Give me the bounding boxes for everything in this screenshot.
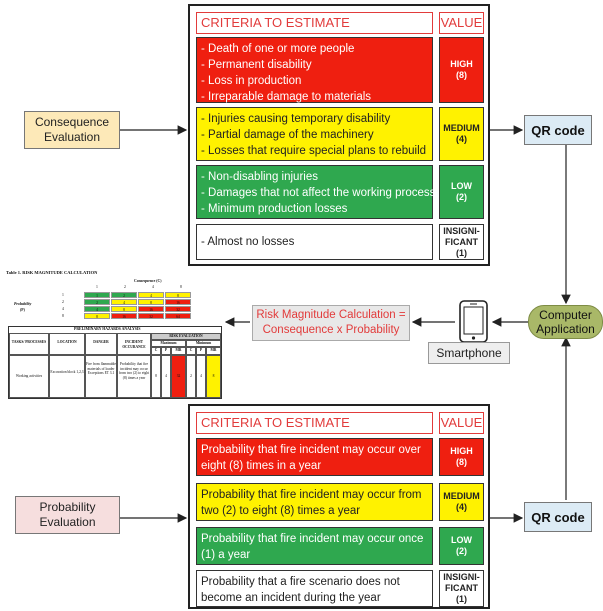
pha-value-cell: 2 — [186, 355, 196, 398]
risk-matrix-cell: 32 — [165, 306, 191, 312]
smartphone-label: Smartphone — [428, 342, 510, 364]
probability-value-high: HIGH (8) — [439, 438, 484, 476]
risk-matrix-cell: 8 — [165, 292, 191, 298]
pha-head-risk: RISK EVALUATION — [151, 333, 221, 340]
risk-matrix-cell: 64 — [165, 313, 191, 319]
risk-matrix-cell: 16 — [138, 306, 164, 312]
consequence-value-medium: MEDIUM (4) — [439, 107, 484, 161]
qr-code-top: QR code — [524, 115, 592, 145]
risk-matrix-cell: 4 — [138, 292, 164, 298]
pha-subcol: C — [151, 347, 161, 355]
consequence-row-medium: - Injuries causing temporary disability … — [196, 107, 433, 161]
consequence-row-low: - Non-disabling injuries - Damages that … — [196, 165, 435, 219]
probability-row-insignificant: Probability that a fire scenario does no… — [196, 570, 433, 607]
probability-value-insignificant: INSIGNI- FICANT (1) — [439, 570, 484, 607]
pha-value-cell: 4 — [161, 355, 171, 398]
consequence-criteria-header: CRITERIA TO ESTIMATE CONSEQUENCES — [196, 12, 433, 50]
thumb-col-head: 1 — [96, 285, 98, 289]
probability-evaluation-box: Probability Evaluation — [15, 496, 120, 534]
thumb-probability-label: Probability — [14, 302, 32, 306]
probability-value-header: VALUE — [439, 412, 484, 434]
pha-head-incident: INCIDENT OCCURANCE — [117, 333, 151, 355]
qr-code-bottom: QR code — [524, 502, 592, 532]
pha-value-cell: 32 — [171, 355, 186, 398]
consequence-value-high: HIGH (8) — [439, 37, 484, 103]
pha-subcol: P — [196, 347, 206, 355]
risk-matrix-cell: 2 — [111, 292, 137, 298]
thumb-row-head: 1 — [62, 293, 64, 297]
risk-table-thumbnail: Table 1. RISK MAGNITUDE CALCULATION Cons… — [4, 270, 224, 400]
thumb-title: Table 1. RISK MAGNITUDE CALCULATION — [6, 270, 98, 275]
probability-row-low: Probability that fire incident may occur… — [196, 527, 433, 565]
risk-matrix-cell: 8 — [111, 306, 137, 312]
consequence-panel: CRITERIA TO ESTIMATE CONSEQUENCES VALUE … — [188, 4, 490, 266]
probability-row-medium: Probability that fire incident may occur… — [196, 483, 433, 521]
thumb-row-head: 2 — [62, 300, 64, 304]
consequence-value-header: VALUE — [439, 12, 484, 34]
thumb-row-head: 8 — [62, 314, 64, 318]
pha-danger: Fire from flammable materials of loader … — [85, 355, 117, 398]
pha-subcol: MR — [171, 347, 186, 355]
pha-head-danger: DANGER — [85, 333, 117, 355]
pha-head-tasks: TASKS/ PROCESSES — [9, 333, 49, 355]
consequence-value-insignificant: INSIGNI- FICANT (1) — [439, 224, 484, 260]
pha-value-cell: 8 — [206, 355, 221, 398]
thumb-col-head: 4 — [152, 285, 154, 289]
thumb-probability-sub: (P) — [20, 308, 25, 312]
risk-matrix-cell: 16 — [111, 313, 137, 319]
thumb-col-head: 8 — [180, 285, 182, 289]
pha-location: Excavation block 1,2,3 — [49, 355, 85, 398]
pha-subcol: MR — [206, 347, 221, 355]
consequence-evaluation-box: Consequence Evaluation — [24, 111, 120, 149]
probability-row-high: Probability that fire incident may occur… — [196, 438, 433, 476]
thumb-col-head: 2 — [124, 285, 126, 289]
risk-matrix-cell: 2 — [84, 299, 110, 305]
probability-value-medium: MEDIUM (4) — [439, 483, 484, 521]
probability-criteria-header: CRITERIA TO ESTIMATE PROBABILITY — [196, 412, 433, 450]
pha-sub-min: Minimum — [186, 340, 221, 347]
risk-matrix-cell: 8 — [84, 313, 110, 319]
pha-incident: Probability that fire incident may occur… — [117, 355, 151, 398]
risk-matrix-cell: 1 — [84, 292, 110, 298]
risk-matrix-cell: 4 — [111, 299, 137, 305]
thumb-consequence-label: Consequence (C) — [134, 279, 162, 283]
risk-matrix-cell: 32 — [138, 313, 164, 319]
risk-matrix-cell: 8 — [138, 299, 164, 305]
thumb-row-head: 4 — [62, 307, 64, 311]
pha-subcol: P — [161, 347, 171, 355]
probability-value-low: LOW (2) — [439, 527, 484, 565]
pha-head-location: LOCATION — [49, 333, 85, 355]
pha-value-cell: 4 — [196, 355, 206, 398]
risk-matrix-cell: 16 — [165, 299, 191, 305]
risk-matrix-cell: 4 — [84, 306, 110, 312]
consequence-value-low: LOW (2) — [439, 165, 484, 219]
pha-task: Working activities — [9, 355, 49, 398]
pha-subcol: C — [186, 347, 196, 355]
pha-sub-max: Maximum — [151, 340, 186, 347]
probability-panel: CRITERIA TO ESTIMATE PROBABILITY VALUE P… — [188, 404, 490, 609]
risk-magnitude-calculation: Risk Magnitude Calculation = Consequence… — [252, 305, 410, 341]
pha-title: PRELIMINARY HAZARDS ANALYSIS — [74, 327, 141, 331]
pha-value-cell: 8 — [151, 355, 161, 398]
computer-application: Computer Application — [528, 305, 603, 339]
consequence-row-insignificant: - Almost no losses — [196, 224, 433, 260]
consequence-row-high: - Death of one or more people - Permanen… — [196, 37, 433, 103]
